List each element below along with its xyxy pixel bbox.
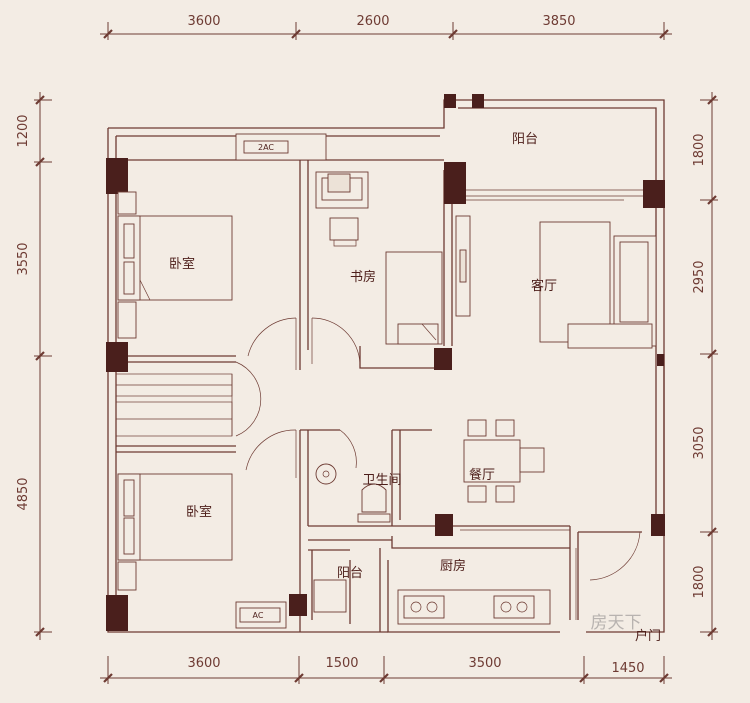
room-label-study: 书房 <box>350 269 376 285</box>
dim-left-1: 1200 <box>16 114 31 147</box>
dim-top-2: 2600 <box>356 14 389 29</box>
structural-columns <box>106 94 665 631</box>
study-desk <box>315 171 369 247</box>
dim-right-3: 3050 <box>692 426 707 459</box>
bed-top <box>117 191 233 339</box>
tv-cabinet <box>455 215 471 317</box>
dim-right-1: 1800 <box>692 133 707 166</box>
room-label-living-room: 客厅 <box>531 278 557 294</box>
ac-unit-top <box>235 133 327 161</box>
room-label-bedroom-top: 卧室 <box>169 256 195 272</box>
dimension-labels: 3600 2600 3850 3600 1500 3500 1450 1200 … <box>16 14 707 676</box>
dim-bottom-4: 1450 <box>611 661 644 676</box>
washing-machine <box>313 579 347 613</box>
dim-top-1: 3600 <box>187 14 220 29</box>
dim-left-3: 4850 <box>16 477 31 510</box>
dim-bottom-2: 1500 <box>325 656 358 671</box>
dim-bottom-1: 3600 <box>187 656 220 671</box>
bed-bottom <box>117 473 233 591</box>
room-label-bedroom-bottom: 卧室 <box>186 504 212 520</box>
room-label-kitchen: 厨房 <box>440 558 466 574</box>
ac-tag-top: 2AC <box>258 143 274 152</box>
room-label-dining-room: 餐厅 <box>469 467 495 483</box>
dim-right-4: 1800 <box>692 565 707 598</box>
ac-unit-bottom <box>235 601 287 629</box>
entrance-label: 户门 <box>635 628 661 644</box>
dim-bottom-3: 3500 <box>468 656 501 671</box>
dimension-lines <box>34 22 718 684</box>
bed-study <box>385 251 443 345</box>
ac-tag-bottom: AC <box>253 611 264 620</box>
dining-table <box>463 419 545 503</box>
bathroom-fixtures <box>315 463 391 523</box>
dim-left-2: 3550 <box>16 242 31 275</box>
room-label-balcony-top: 阳台 <box>512 132 538 147</box>
room-label-balcony-bottom: 阳台 <box>337 566 363 581</box>
room-label-bathroom: 卫生间 <box>362 473 401 488</box>
sofa <box>539 221 657 349</box>
dim-top-3: 3850 <box>542 14 575 29</box>
dim-right-2: 2950 <box>692 260 707 293</box>
kitchen-counter <box>397 589 551 625</box>
watermark: 房天下 <box>591 613 642 633</box>
doors <box>235 317 641 620</box>
